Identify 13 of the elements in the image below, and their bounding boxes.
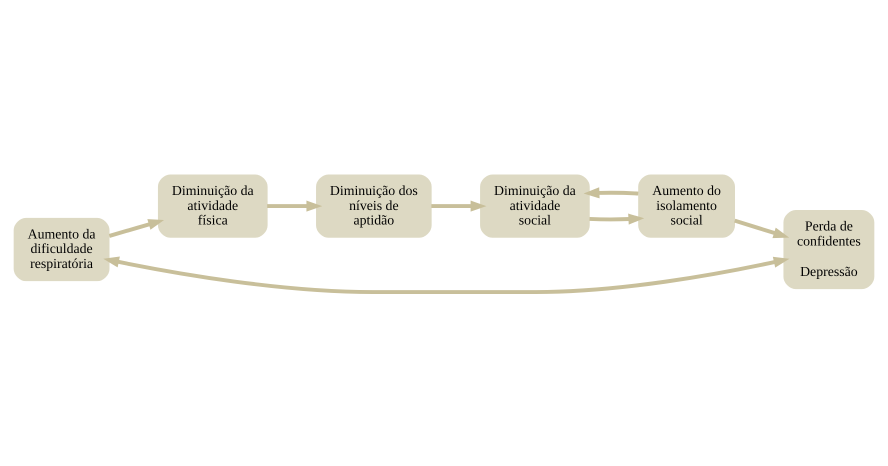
arrow [431, 200, 486, 212]
arrow [589, 213, 644, 224]
arrow [584, 186, 638, 198]
node-box: Aumento da dificuldade respiratória [14, 217, 110, 281]
node-box: Aumento do isolamento social [638, 174, 735, 238]
arrow [103, 256, 790, 294]
arrow [108, 218, 164, 238]
arrow [734, 218, 790, 238]
node-box: Diminuição da atividade física [158, 174, 268, 238]
node-box: Diminuição dos níveis de aptidão [316, 174, 432, 238]
node-box: Diminuição da atividade social [480, 174, 590, 238]
node-box: Perda de confidentes Depressão [783, 210, 874, 289]
arrow [267, 200, 322, 212]
